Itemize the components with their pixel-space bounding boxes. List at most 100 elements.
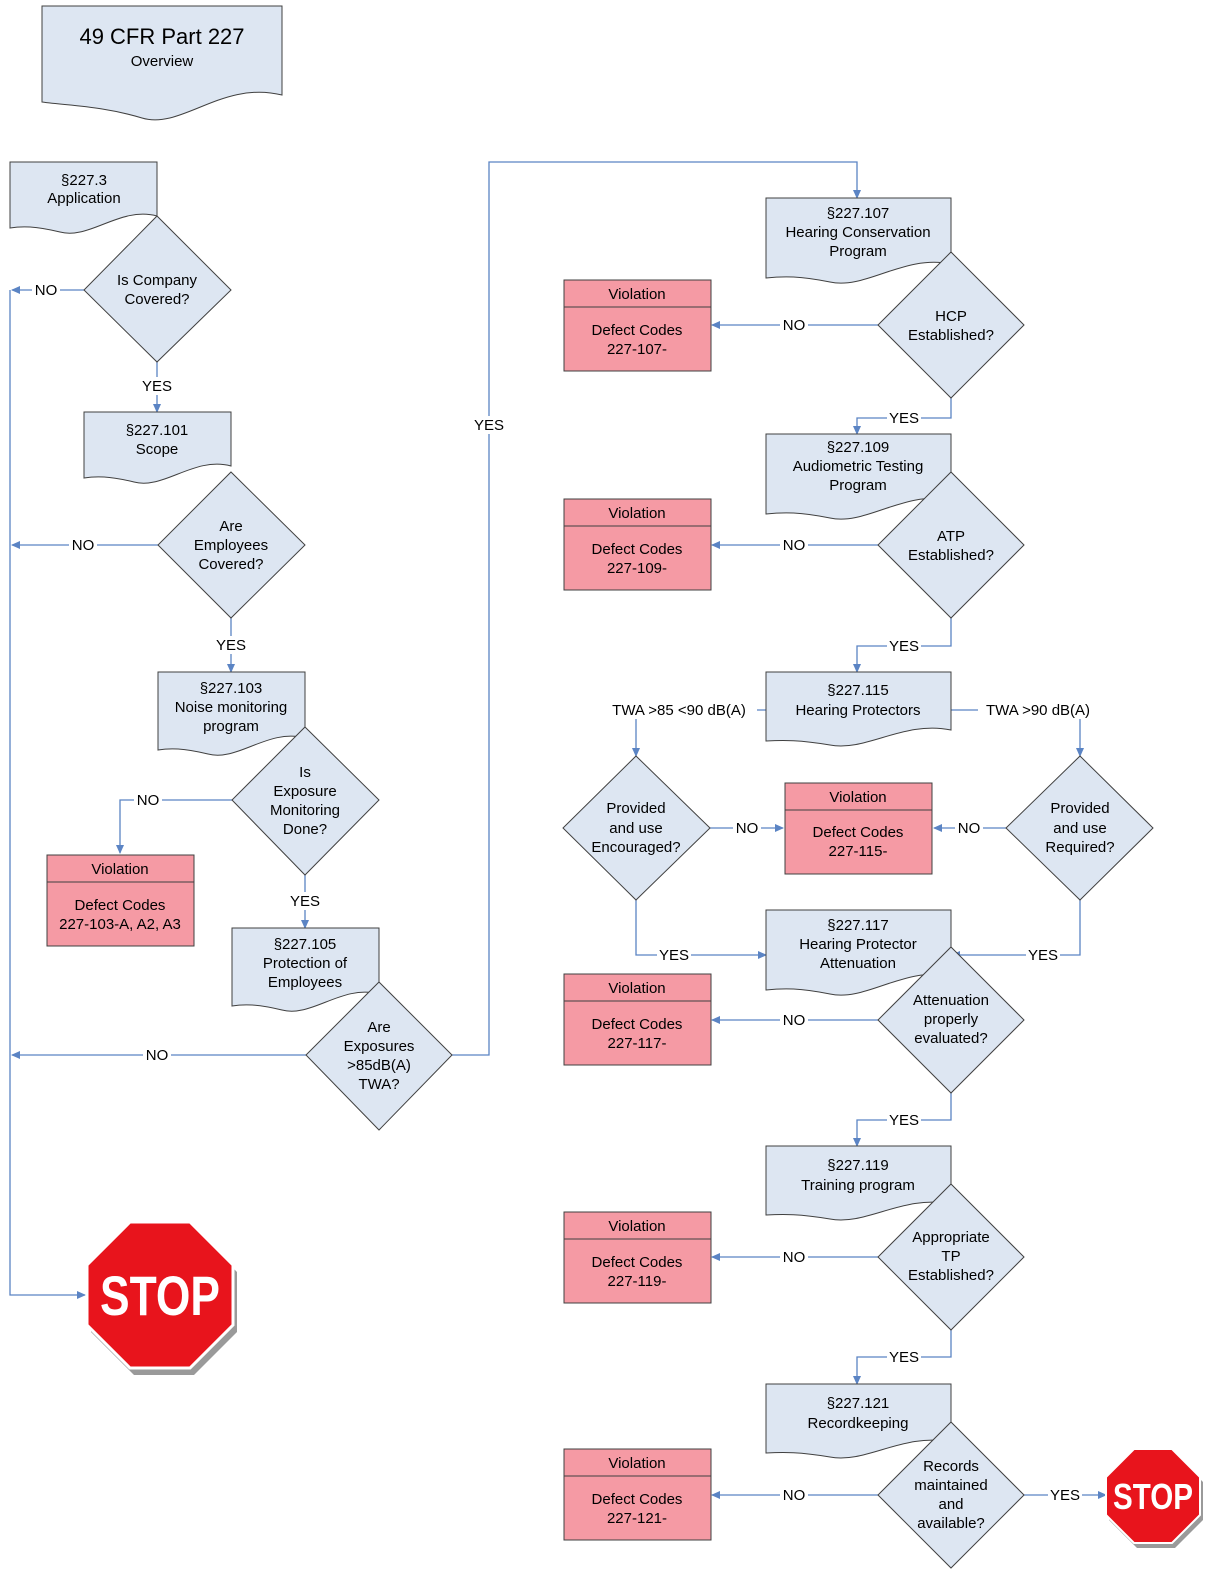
svg-text:TP: TP — [941, 1248, 960, 1265]
svg-text:Application: Application — [47, 190, 120, 207]
svg-text:§227.105: §227.105 — [274, 936, 337, 953]
decision-attenuation-evaluated: Attenuation properly evaluated? — [877, 946, 1025, 1094]
svg-text:Records: Records — [923, 1458, 979, 1475]
label-yes: YES — [1028, 947, 1058, 964]
label-twa-low: TWA >85 <90 dB(A) — [612, 702, 746, 719]
svg-text:Established?: Established? — [908, 547, 994, 564]
label-no: NO — [72, 537, 95, 554]
svg-text:Training program: Training program — [801, 1177, 915, 1194]
svg-text:Employees: Employees — [194, 537, 268, 554]
svg-text:Defect Codes: Defect Codes — [592, 1254, 683, 1271]
label-yes: YES — [1050, 1487, 1080, 1504]
violation-227-117: Violation Defect Codes 227-117- — [563, 973, 712, 1066]
label-yes: YES — [659, 947, 689, 964]
label-yes: YES — [474, 417, 504, 434]
label-no: NO — [783, 317, 806, 334]
svg-text:227-103-A, A2, A3: 227-103-A, A2, A3 — [59, 916, 181, 933]
svg-text:Program: Program — [829, 477, 887, 494]
svg-text:Violation: Violation — [91, 861, 148, 878]
label-yes: YES — [216, 637, 246, 654]
doc-227-117: §227.117 Hearing Protector Attenuation — [765, 909, 952, 996]
svg-text:Encouraged?: Encouraged? — [591, 839, 680, 856]
violation-227-115: Violation Defect Codes 227-115- — [784, 782, 933, 875]
violation-227-119: Violation Defect Codes 227-119- — [563, 1211, 712, 1304]
svg-text:227-107-: 227-107- — [607, 341, 667, 358]
svg-text:Is: Is — [299, 764, 311, 781]
svg-text:properly: properly — [924, 1011, 979, 1028]
doc-227-105: §227.105 Protection of Employees — [231, 927, 380, 1012]
svg-text:>85dB(A): >85dB(A) — [347, 1057, 411, 1074]
svg-text:Violation: Violation — [608, 286, 665, 303]
doc-227-109: §227.109 Audiometric Testing Program — [765, 433, 952, 520]
title-subtitle: Overview — [131, 53, 194, 70]
decision-tp-established: Appropriate TP Established? — [877, 1183, 1025, 1331]
decision-hcp-established: HCP Established? — [877, 251, 1025, 399]
svg-text:program: program — [203, 718, 259, 735]
svg-text:evaluated?: evaluated? — [914, 1030, 987, 1047]
violation-227-121: Violation Defect Codes 227-121- — [563, 1448, 712, 1541]
label-no: NO — [958, 820, 981, 837]
svg-text:TWA?: TWA? — [358, 1076, 399, 1093]
label-yes: YES — [889, 410, 919, 427]
label-no: NO — [137, 792, 160, 809]
decision-exposures-85db: Are Exposures >85dB(A) TWA? — [305, 981, 453, 1131]
svg-text:ATP: ATP — [937, 528, 965, 545]
svg-text:Violation: Violation — [608, 980, 665, 997]
doc-227-121: §227.121 Recordkeeping — [765, 1383, 952, 1459]
svg-text:Covered?: Covered? — [198, 556, 263, 573]
violation-227-103: Violation Defect Codes 227-103-A, A2, A3 — [46, 854, 195, 947]
svg-text:Are: Are — [219, 518, 242, 535]
label-yes: YES — [889, 1349, 919, 1366]
svg-text:§227.103: §227.103 — [200, 680, 263, 697]
stop-sign-small: STOP — [1105, 1448, 1203, 1548]
svg-text:§227.117: §227.117 — [827, 917, 888, 934]
violation-227-109: Violation Defect Codes 227-109- — [563, 498, 712, 591]
svg-text:Program: Program — [829, 243, 887, 260]
svg-text:HCP: HCP — [935, 308, 967, 325]
svg-text:§227.115: §227.115 — [827, 682, 888, 699]
svg-text:Appropriate: Appropriate — [912, 1229, 990, 1246]
decision-exposure-monitoring: Is Exposure Monitoring Done? — [231, 726, 380, 876]
svg-text:Established?: Established? — [908, 327, 994, 344]
svg-text:Required?: Required? — [1045, 839, 1114, 856]
svg-text:Protection of: Protection of — [263, 955, 348, 972]
title-text: 49 CFR Part 227 — [79, 24, 244, 49]
svg-text:Hearing Protectors: Hearing Protectors — [795, 702, 920, 719]
svg-text:and: and — [938, 1496, 963, 1513]
svg-text:Attenuation: Attenuation — [913, 992, 989, 1009]
svg-text:Provided: Provided — [606, 800, 665, 817]
svg-text:Defect Codes: Defect Codes — [592, 1491, 683, 1508]
svg-text:Defect Codes: Defect Codes — [592, 322, 683, 339]
svg-text:Scope: Scope — [136, 441, 179, 458]
decision-use-required: Provided and use Required? — [1005, 755, 1154, 901]
svg-text:§227.119: §227.119 — [827, 1157, 888, 1174]
label-no: NO — [35, 282, 58, 299]
svg-text:Established?: Established? — [908, 1267, 994, 1284]
svg-text:Done?: Done? — [283, 821, 327, 838]
svg-text:Violation: Violation — [608, 1455, 665, 1472]
svg-text:STOP: STOP — [1113, 1476, 1193, 1517]
doc-227-3: §227.3 Application — [9, 161, 158, 234]
decision-employees-covered: Are Employees Covered? — [157, 471, 306, 619]
decision-use-encouraged: Provided and use Encouraged? — [562, 755, 711, 901]
doc-227-103: §227.103 Noise monitoring program — [157, 671, 306, 756]
decision-company-covered: Is Company Covered? — [83, 215, 232, 363]
svg-text:available?: available? — [917, 1515, 985, 1532]
decision-records-maintained: Records maintained and available? — [877, 1421, 1025, 1569]
svg-text:Noise monitoring: Noise monitoring — [175, 699, 288, 716]
svg-text:Is Company: Is Company — [117, 272, 198, 289]
label-no: NO — [146, 1047, 169, 1064]
label-no: NO — [783, 1487, 806, 1504]
doc-227-107: §227.107 Hearing Conservation Program — [765, 197, 952, 284]
svg-text:227-119-: 227-119- — [608, 1273, 667, 1290]
svg-text:Defect Codes: Defect Codes — [75, 897, 166, 914]
svg-text:Violation: Violation — [829, 789, 886, 806]
svg-text:227-115-: 227-115- — [829, 843, 888, 860]
label-no: NO — [736, 820, 759, 837]
label-twa-high: TWA >90 dB(A) — [986, 702, 1090, 719]
decision-atp-established: ATP Established? — [877, 471, 1025, 619]
svg-text:Exposures: Exposures — [344, 1038, 415, 1055]
svg-text:227-109-: 227-109- — [607, 560, 667, 577]
doc-227-119: §227.119 Training program — [765, 1145, 952, 1221]
